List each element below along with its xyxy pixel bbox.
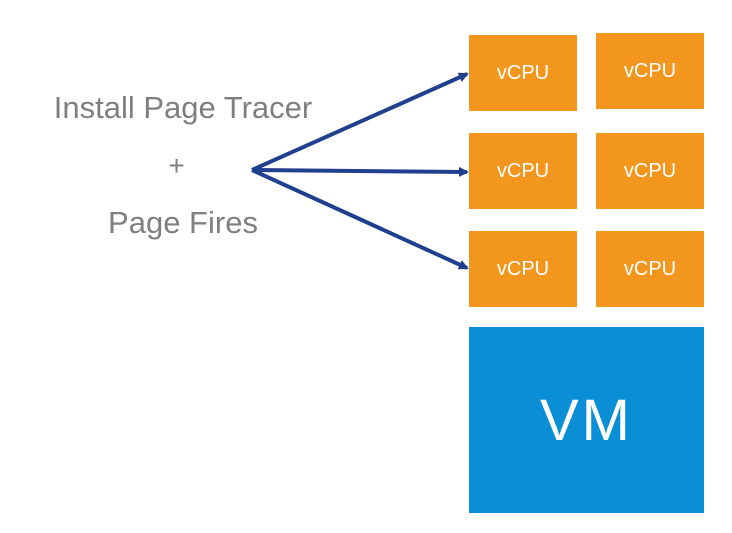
vcpu-box-4: vCPU bbox=[596, 133, 704, 209]
vcpu-box-6: vCPU bbox=[596, 231, 704, 307]
vcpu-box-5: vCPU bbox=[469, 231, 577, 307]
vcpu-label: vCPU bbox=[623, 257, 677, 280]
vcpu-box-1: vCPU bbox=[469, 35, 577, 111]
vcpu-label: vCPU bbox=[496, 61, 550, 84]
vm-label: VM bbox=[540, 387, 633, 453]
vcpu-box-3: vCPU bbox=[469, 133, 577, 209]
vcpu-box-2: vCPU bbox=[596, 33, 704, 109]
vcpu-label: vCPU bbox=[496, 257, 550, 280]
caption-plus: + bbox=[168, 150, 185, 181]
vcpu-label: vCPU bbox=[623, 59, 677, 82]
vcpu-label: vCPU bbox=[496, 159, 550, 182]
caption-page-fires: Page Fires bbox=[108, 205, 258, 240]
caption-install-page-tracer: Install Page Tracer bbox=[53, 90, 313, 125]
vcpu-label: vCPU bbox=[623, 159, 677, 182]
vm-box: VM bbox=[469, 327, 704, 513]
